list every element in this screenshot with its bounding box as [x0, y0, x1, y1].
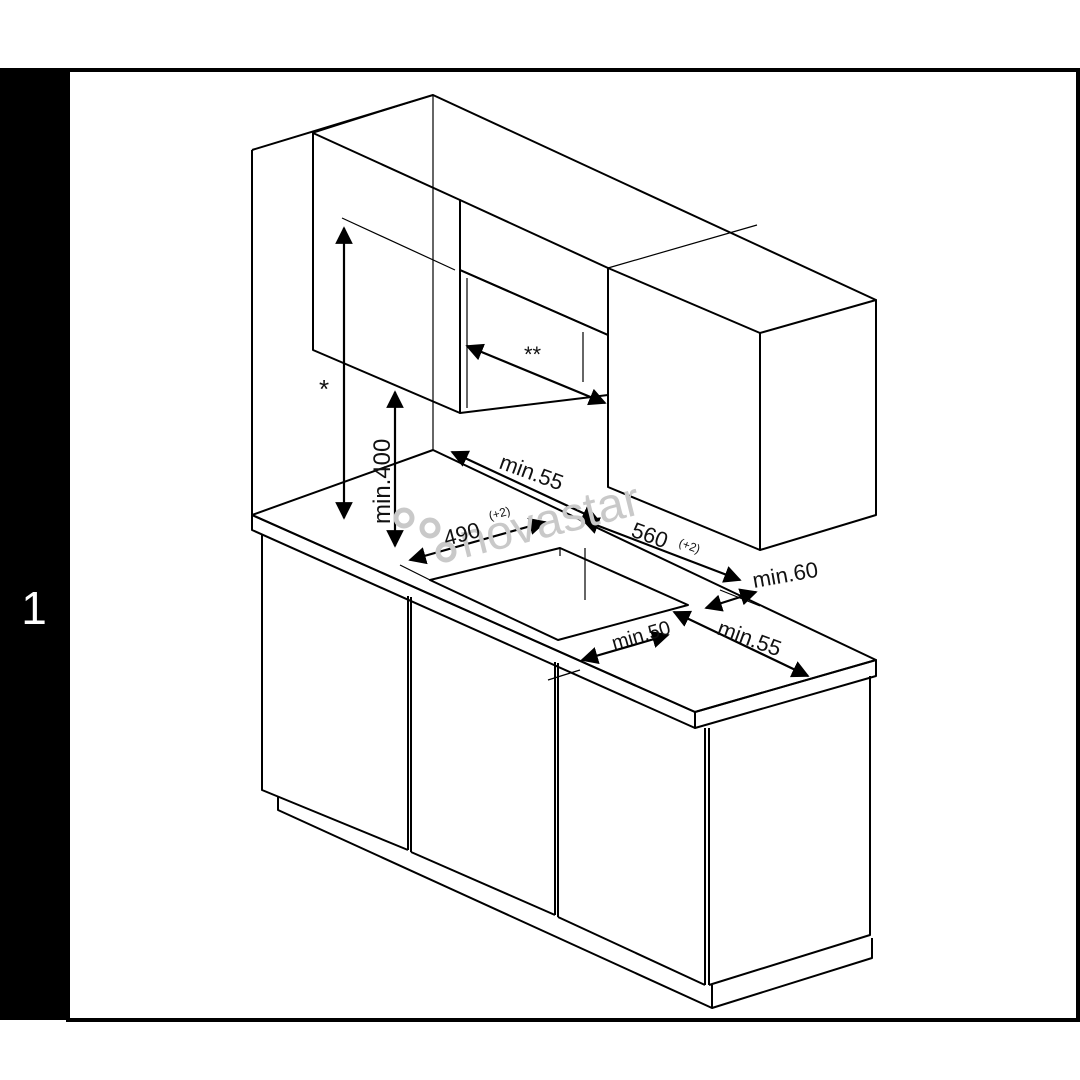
worktop [251, 449, 877, 729]
hood-cabinet [459, 199, 609, 414]
novastar-logo-icon [393, 507, 457, 563]
step-number: 1 [21, 582, 47, 634]
label-cutout-depth-tolerance: (+2) [487, 504, 512, 523]
plinth [277, 796, 873, 1009]
label-min-height: min.400 [369, 439, 396, 524]
label-cutout-width: 560 [628, 517, 671, 553]
left-wall-cabinet [312, 94, 461, 414]
step-sidebar: 1 [0, 68, 68, 1020]
label-cutout-width-tolerance: (+2) [677, 536, 702, 557]
label-side-clearance: min.55 [714, 615, 785, 661]
diagram-frame [66, 68, 1080, 1022]
dimension-lines [335, 226, 810, 678]
label-right-wall-clearance: min.60 [751, 557, 820, 593]
label-hood-width: ** [524, 342, 542, 367]
right-wall-cabinet [607, 224, 877, 551]
back-wall [251, 94, 877, 515]
base-cabinets [261, 534, 871, 986]
label-wall-cabinet-height: * [319, 374, 329, 404]
